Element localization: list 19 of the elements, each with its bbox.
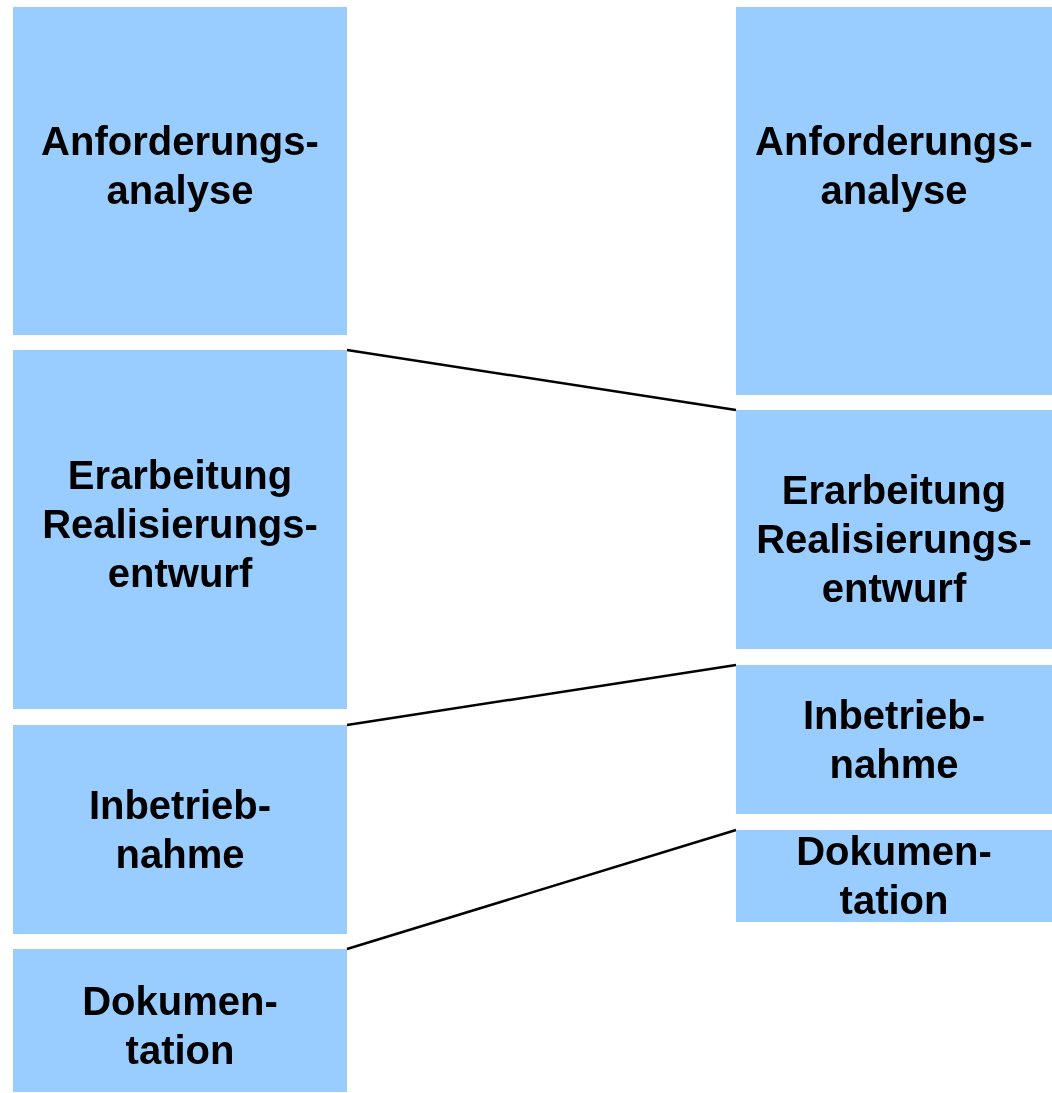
process-box xyxy=(736,410,1052,649)
process-box xyxy=(13,7,347,335)
connector-line xyxy=(346,663,737,727)
box-label: Erarbeitung Realisierungs- entwurf xyxy=(41,452,319,597)
box-label: Inbetrieb- nahme xyxy=(801,691,987,788)
box-label: Dokumen- tation xyxy=(795,828,993,924)
box-label: Inbetrieb- nahme xyxy=(87,781,273,878)
process-box xyxy=(13,949,347,1092)
box-label: Dokumen- tation xyxy=(81,977,279,1074)
process-box xyxy=(736,7,1052,395)
connector-line xyxy=(346,828,737,951)
process-box xyxy=(13,350,347,709)
process-box xyxy=(736,665,1052,814)
box-label: Anforderungs- analyse xyxy=(754,118,1034,214)
process-box xyxy=(736,830,1052,922)
box-label: Erarbeitung Realisierungs- entwurf xyxy=(755,467,1033,612)
process-box xyxy=(13,725,347,934)
box-label: Anforderungs- analyse xyxy=(40,118,320,214)
connector-line xyxy=(346,348,737,412)
